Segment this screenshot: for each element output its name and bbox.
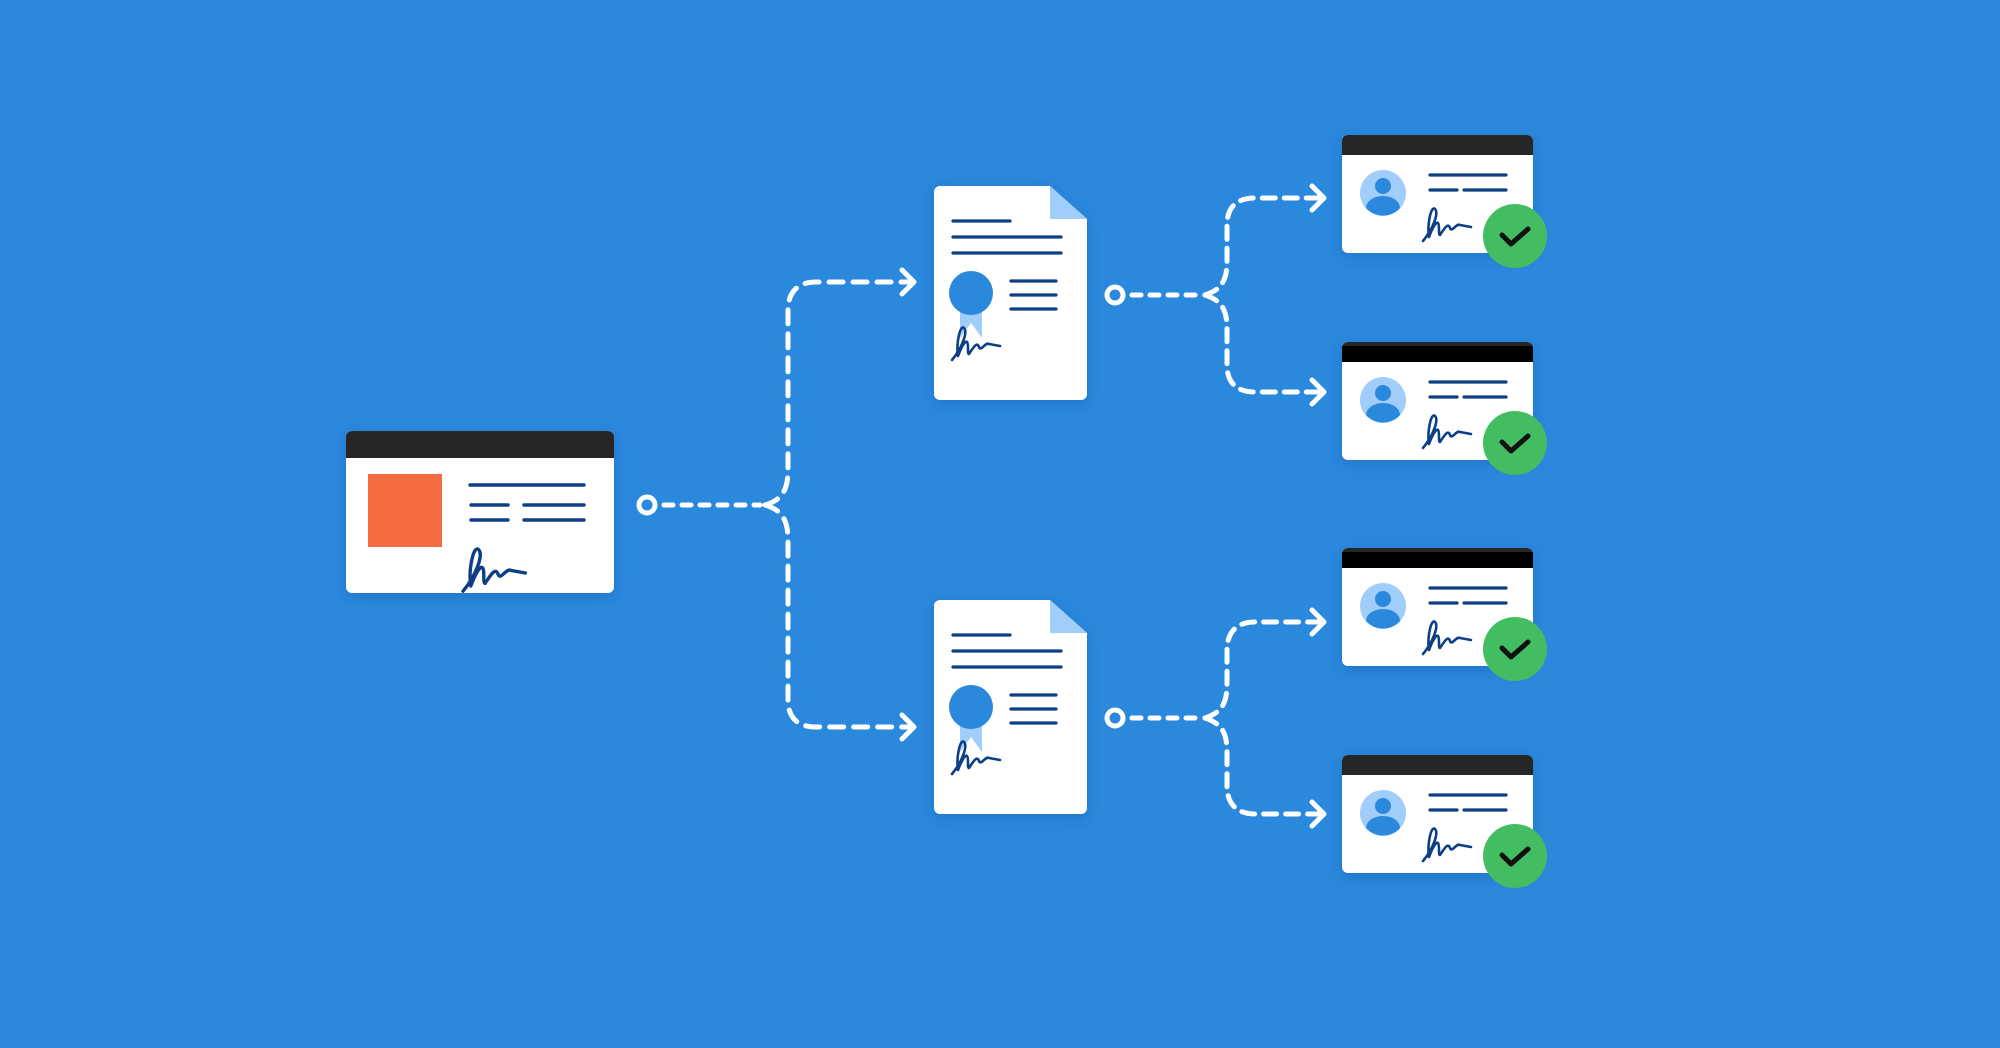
arrow-head-icon (899, 712, 917, 742)
photo-placeholder (368, 474, 442, 547)
connector-branch-down (762, 502, 913, 730)
connector-branch-down (1202, 292, 1323, 395)
profile-card-verified-4 (1342, 755, 1547, 888)
arrow-head-icon (899, 267, 917, 297)
connector-node (1104, 707, 1126, 729)
connector-node (1104, 284, 1126, 306)
arrow-head-icon (1309, 377, 1327, 407)
arrow-head-icon (1309, 607, 1327, 637)
profile-card-verified-1 (1342, 135, 1547, 268)
card-header-dark (1342, 552, 1533, 568)
connector-start-node (636, 494, 658, 516)
connector-branch-up (1202, 619, 1323, 721)
card-header-dark (1342, 346, 1533, 362)
text-lines (468, 483, 586, 522)
connector-branch-up (1202, 195, 1323, 298)
certificate-document-icon (934, 186, 1087, 400)
certificate-document-icon (934, 600, 1087, 814)
connector-branch-down (1202, 715, 1323, 817)
connector-branch-up (762, 279, 913, 508)
arrow-head-icon (1309, 799, 1327, 829)
arrow-head-icon (1309, 183, 1327, 213)
id-card-icon (346, 431, 614, 593)
card-header (346, 431, 614, 458)
